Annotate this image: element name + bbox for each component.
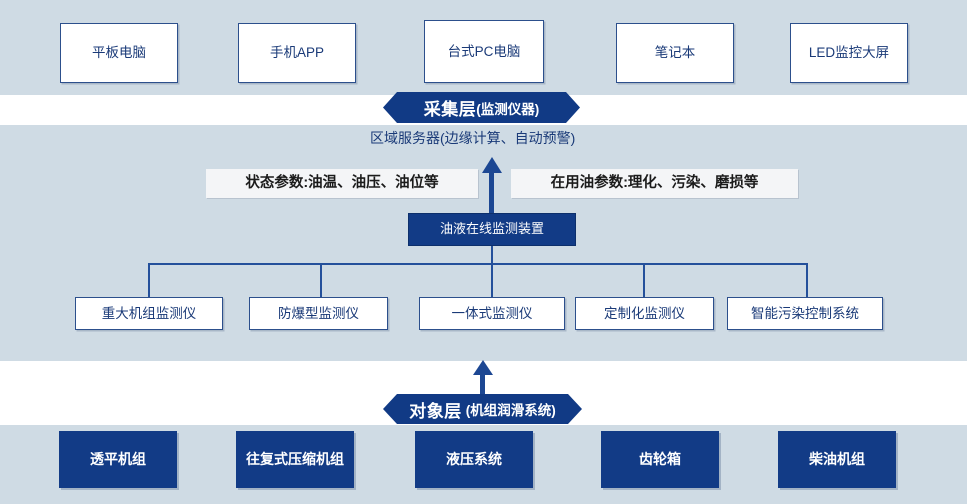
regional-server-text: 区域服务器(边缘计算、自动预警)	[370, 130, 576, 146]
monitor-box-2[interactable]: 防爆型监测仪	[249, 297, 388, 330]
monitor-box-3[interactable]: 一体式监测仪	[419, 297, 565, 330]
hub-down-line	[491, 246, 493, 298]
branch-line-2	[320, 263, 322, 298]
terminal-box-3[interactable]: 台式PC电脑	[424, 20, 544, 83]
monitor-label: 重大机组监测仪	[101, 305, 197, 321]
terminal-label: LED监控大屏	[808, 45, 890, 61]
monitor-box-1[interactable]: 重大机组监测仪	[75, 297, 223, 330]
monitor-label: 防爆型监测仪	[278, 305, 359, 321]
monitor-box-5[interactable]: 智能污染控制系统	[727, 297, 883, 330]
terminal-label: 笔记本	[654, 45, 696, 61]
object-label: 齿轮箱	[639, 451, 681, 468]
terminal-label: 手机APP	[269, 45, 324, 61]
object-to-collection-line	[480, 372, 485, 396]
device-hub-label: 油液在线监测装置	[439, 221, 544, 237]
object-box-4[interactable]: 齿轮箱	[601, 431, 719, 488]
monitor-label: 定制化监测仪	[604, 305, 685, 321]
object-layer-banner: 对象层 (机组润滑系统)	[383, 394, 582, 424]
object-banner-main: 对象层	[409, 401, 462, 421]
monitor-label: 智能污染控制系统	[751, 305, 859, 321]
terminal-box-5[interactable]: LED监控大屏	[790, 23, 908, 83]
collection-banner-main: 采集层	[423, 100, 477, 119]
device-hub-box[interactable]: 油液在线监测装置	[408, 213, 576, 246]
object-label: 透平机组	[90, 451, 146, 468]
branch-line-5	[806, 263, 808, 298]
param-inservice-label: 在用油参数:理化、污染、磨损等	[550, 175, 759, 192]
param-status-label: 状态参数:油温、油压、油位等	[245, 175, 439, 192]
object-box-3[interactable]: 液压系统	[415, 431, 533, 488]
object-box-1[interactable]: 透平机组	[59, 431, 177, 488]
collection-layer-banner: 采集层 (监测仪器)	[383, 92, 580, 123]
monitor-box-4[interactable]: 定制化监测仪	[575, 297, 714, 330]
branch-line-1	[148, 263, 150, 298]
arrow-up-icon	[473, 360, 493, 375]
object-label: 柴油机组	[809, 451, 865, 468]
monitor-label: 一体式监测仪	[451, 305, 533, 321]
terminal-box-2[interactable]: 手机APP	[238, 23, 356, 83]
collection-banner-sub: (监测仪器)	[476, 101, 540, 117]
terminal-label: 台式PC电脑	[447, 43, 521, 59]
monitor-bus-line	[148, 263, 808, 265]
terminal-box-4[interactable]: 笔记本	[616, 23, 734, 83]
branch-line-4	[643, 263, 645, 298]
object-box-2[interactable]: 往复式压缩机组	[236, 431, 354, 488]
param-box-inservice: 在用油参数:理化、污染、磨损等	[511, 169, 798, 198]
object-label: 液压系统	[446, 451, 502, 468]
object-label: 往复式压缩机组	[246, 451, 344, 468]
hub-to-server-line	[489, 170, 494, 215]
regional-server-label: 区域服务器(边缘计算、自动预警)	[370, 128, 575, 148]
terminal-box-1[interactable]: 平板电脑	[60, 23, 178, 83]
param-box-status: 状态参数:油温、油压、油位等	[206, 169, 478, 198]
terminal-label: 平板电脑	[92, 45, 146, 61]
object-box-5[interactable]: 柴油机组	[778, 431, 896, 488]
object-banner-sub: (机组润滑系统)	[465, 403, 556, 418]
arrow-up-icon	[482, 157, 502, 173]
